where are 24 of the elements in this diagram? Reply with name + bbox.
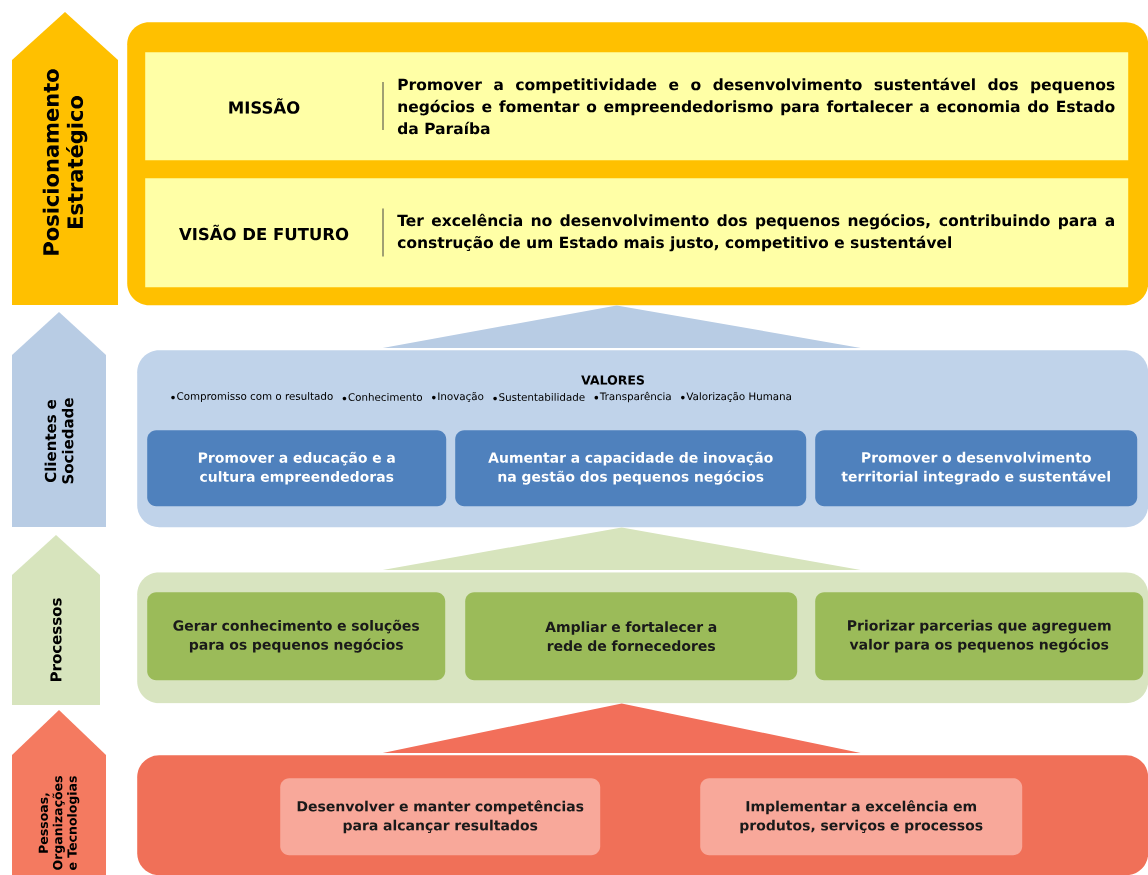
bullet-item: Conhecimento — [342, 393, 423, 401]
banner-label: Processos — [12, 535, 100, 705]
bullet-item: Inovação — [432, 392, 484, 402]
banner-label: Pessoas, Organizações e Tecnologias — [12, 710, 106, 875]
objective-box: Promover o desenvolvimento territorial integrado e sustentável — [815, 430, 1138, 507]
objective-box: Gerar conhecimento e soluções para os pequenos negócios — [147, 592, 446, 681]
up-arrow — [382, 703, 861, 753]
objective-box: Promover a educação e a cultura empreendedoras — [147, 430, 447, 507]
statement-box: MISSÃO Promover a competitividade e o desenvolvimento sustentável dos pequenos negócios e fomentar o empreendedorismo para fortalecer a economia do Estado da Paraíba — [145, 52, 1129, 161]
banner-label: Posicionamento Estratégico — [12, 12, 118, 305]
bullet-item: Transparência — [594, 391, 671, 403]
objective-box: Implementar a excelência em produtos, serviços e processos — [700, 778, 1023, 856]
banner-label: Clientes e Sociedade — [12, 312, 106, 527]
up-arrow — [382, 527, 861, 570]
bullet-item: Valorização Humana — [681, 392, 791, 402]
up-arrow — [382, 305, 861, 348]
section-heading: VALORES — [581, 375, 644, 385]
objective-box: Priorizar parcerias que agreguem valor para os pequenos negócios — [815, 592, 1144, 681]
bullet-item: Sustentabilidade — [493, 393, 585, 401]
objective-box: Aumentar a capacidade de inovação na gestão dos pequenos negócios — [455, 430, 807, 507]
statement-box: VISÃO DE FUTURO Ter excelência no desenvolvimento dos pequenos negócios, contribuindo para a construção de um Estado mais justo, competitivo e sustentável — [145, 178, 1129, 288]
objective-box: Ampliar e fortalecer a rede de fornecedores — [465, 592, 798, 681]
bullet-item: Compromisso com o resultado — [171, 392, 333, 402]
objective-box: Desenvolver e manter competências para alcançar resultados — [280, 778, 601, 856]
